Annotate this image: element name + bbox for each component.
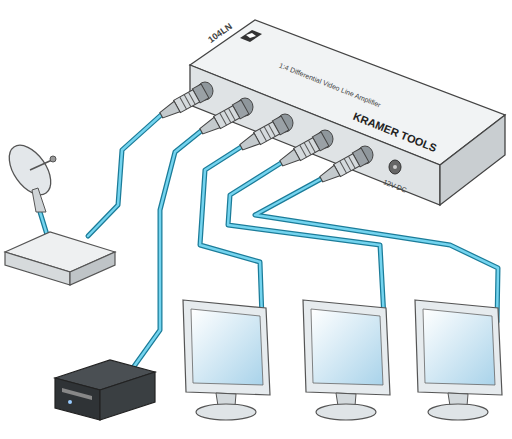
product-name: 1:4 Differential Video Line Amplifier <box>278 62 382 109</box>
model-number: 104LN <box>206 21 234 45</box>
amplifier-housing: 104LN 1:4 Differential Video Line Amplifi… <box>190 20 505 165</box>
brand-name: KRAMER TOOLS <box>351 110 438 154</box>
